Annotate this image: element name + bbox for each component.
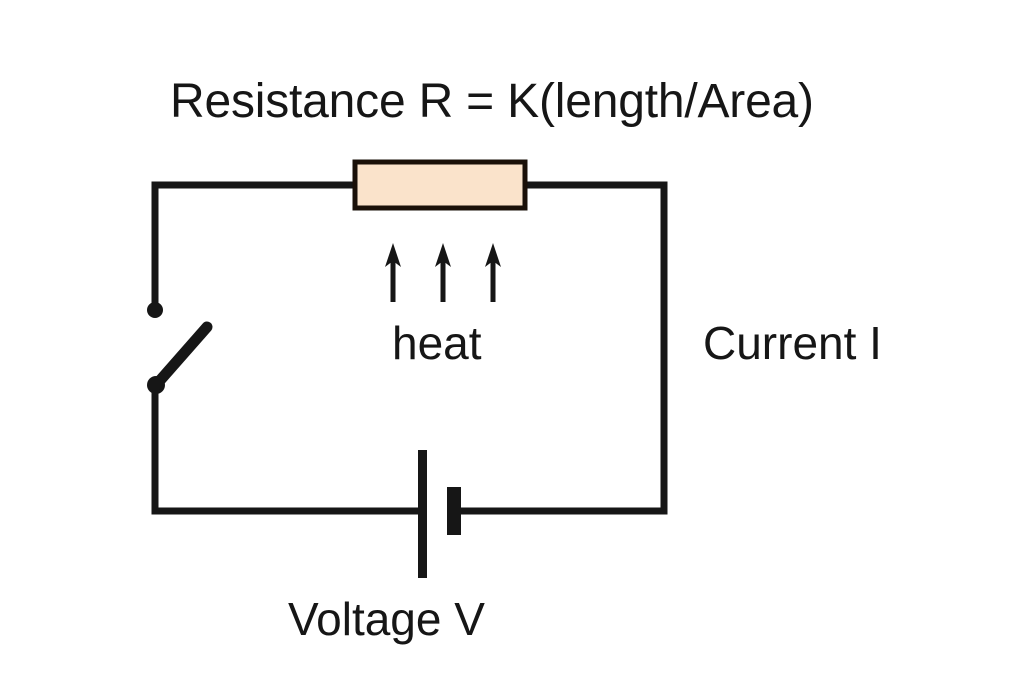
- resistor-body: [352, 159, 528, 211]
- heat-arrow-2: [435, 243, 451, 302]
- battery: [418, 450, 461, 578]
- heat-arrow-3: [485, 243, 501, 302]
- battery-negative-plate: [447, 487, 461, 535]
- page-title: Resistance R = K(length/Area): [170, 75, 814, 128]
- heat-arrows: [385, 243, 501, 302]
- heat-arrow-head: [435, 243, 451, 267]
- heat-arrow-head: [385, 243, 401, 267]
- current-label: Current I: [703, 317, 882, 369]
- voltage-label: Voltage V: [288, 593, 485, 645]
- heat-arrow-head: [485, 243, 501, 267]
- switch-blade[interactable]: [150, 321, 213, 391]
- heat-arrow-1: [385, 243, 401, 302]
- switch-terminal-dot: [147, 302, 163, 318]
- battery-positive-plate: [418, 450, 427, 578]
- resistor: [352, 159, 528, 211]
- heat-label: heat: [392, 317, 482, 369]
- switch[interactable]: [147, 302, 213, 394]
- circuit-wires: [151, 181, 668, 515]
